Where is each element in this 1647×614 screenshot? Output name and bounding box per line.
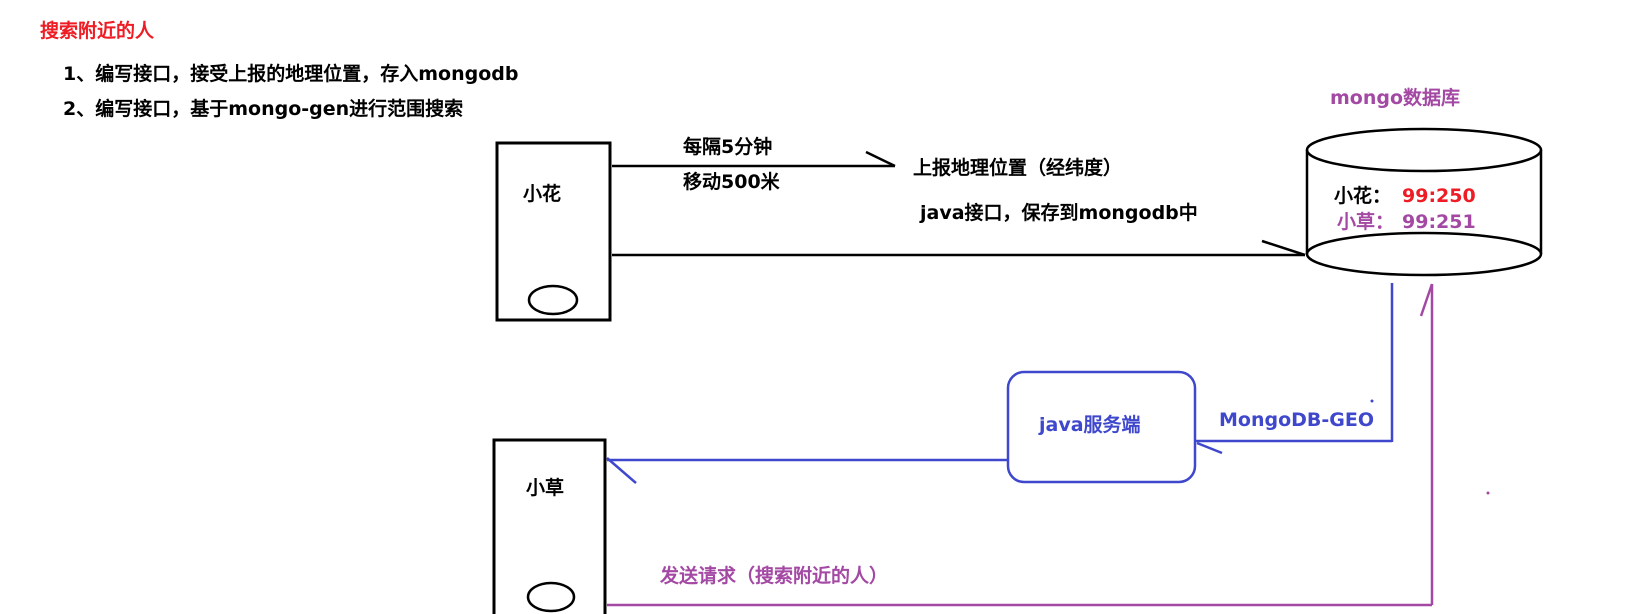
request-label: 发送请求（搜索附近的人） [660, 565, 889, 587]
server-label: java服务端 [1039, 414, 1141, 436]
report-interval-label: 每隔5分钟 [683, 136, 773, 158]
db-record-1-value: 99:250 [1402, 185, 1476, 207]
save-arrow-head [1261, 239, 1306, 257]
stray-dot-blue [1370, 399, 1374, 403]
save-label: java接口，保存到mongodb中 [920, 202, 1198, 224]
stray-dot-purple [1486, 491, 1490, 495]
db-record-2-name: 小草： [1337, 211, 1395, 233]
phone-xiaohua-home-button [527, 284, 579, 316]
database-top [1305, 127, 1543, 173]
report-distance-label: 移动500米 [683, 171, 780, 193]
step-2: 2、编写接口，基于mongo-gen进行范围搜索 [63, 98, 464, 120]
phone-xiaohua-label: 小花 [523, 183, 562, 205]
response-arrow-head [606, 457, 637, 484]
geo-arrow-head [1196, 441, 1223, 455]
request-arrow-head [1419, 283, 1434, 317]
db-record-2-value: 99:251 [1402, 211, 1476, 233]
geo-label: MongoDB-GEO [1219, 409, 1375, 431]
page-title: 搜索附近的人 [40, 20, 155, 42]
server-box [1006, 370, 1197, 484]
step-1: 1、编写接口，接受上报的地理位置，存入mongodb [63, 63, 519, 85]
phone-xiaocao-home-button [526, 581, 576, 613]
phone-xiaocao-label: 小草 [526, 477, 565, 499]
db-record-1-name: 小花： [1334, 185, 1392, 207]
database-title: mongo数据库 [1330, 87, 1461, 109]
report-arrow-head [865, 150, 896, 168]
report-action-label: 上报地理位置（经纬度） [913, 157, 1123, 179]
database-bottom [1305, 231, 1543, 277]
phone-xiaohua-body [495, 141, 612, 322]
phone-xiaocao-body [492, 438, 607, 614]
